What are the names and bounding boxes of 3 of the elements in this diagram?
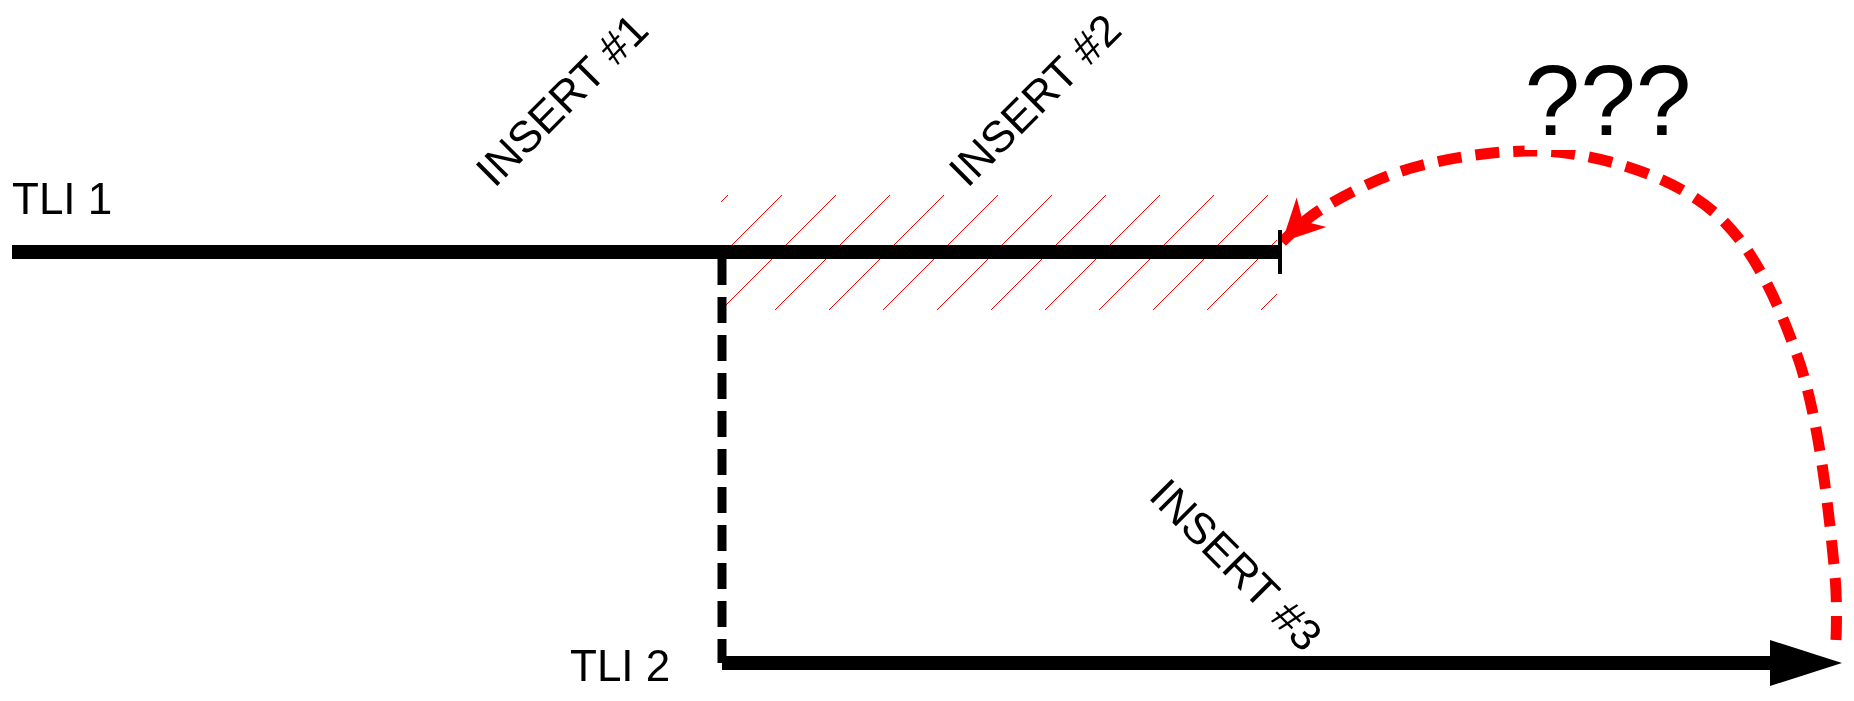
connector-line <box>717 259 727 663</box>
timeline-label: TLI 2 <box>570 644 671 688</box>
timeline-label: TLI 1 <box>12 177 113 221</box>
